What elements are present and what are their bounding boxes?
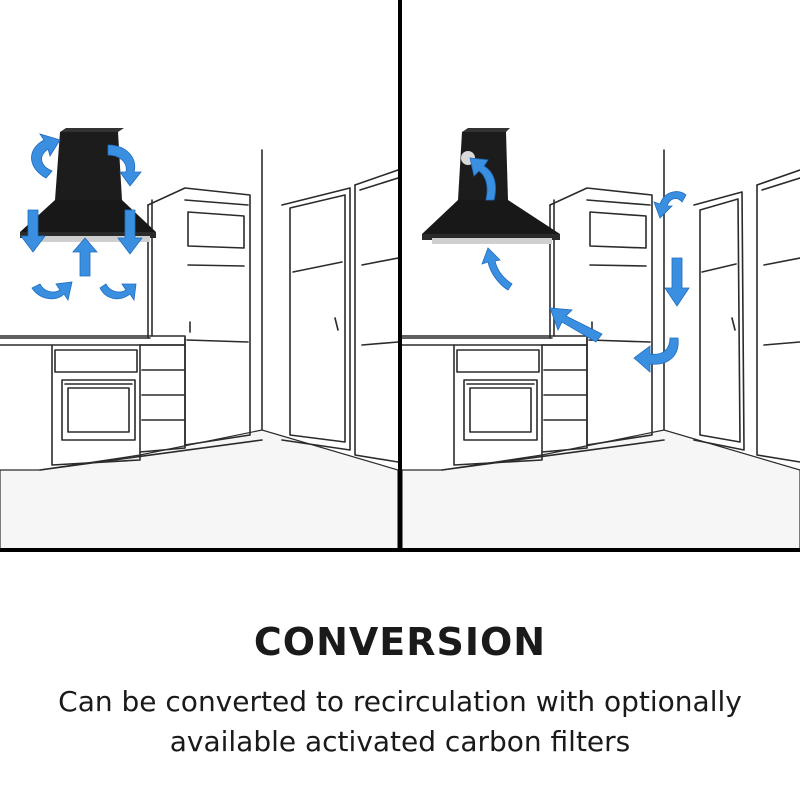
panel-divider-vertical: [398, 0, 402, 552]
section-heading: CONVERSION: [253, 620, 547, 664]
airflow-arrows: [20, 133, 143, 302]
range-hood-icon: [20, 128, 156, 242]
kitchen-recirculation-illustration: [402, 128, 800, 550]
panel-divider-horizontal: [0, 548, 800, 552]
exhaust-mode-panel: [0, 0, 398, 550]
recirculation-mode-panel: [402, 0, 800, 550]
kitchen-exhaust-illustration: [0, 128, 398, 550]
airflow-arrows: [469, 157, 690, 373]
feature-description: Can be converted to recirculation with o…: [58, 685, 742, 758]
illustration-area: [0, 0, 800, 552]
